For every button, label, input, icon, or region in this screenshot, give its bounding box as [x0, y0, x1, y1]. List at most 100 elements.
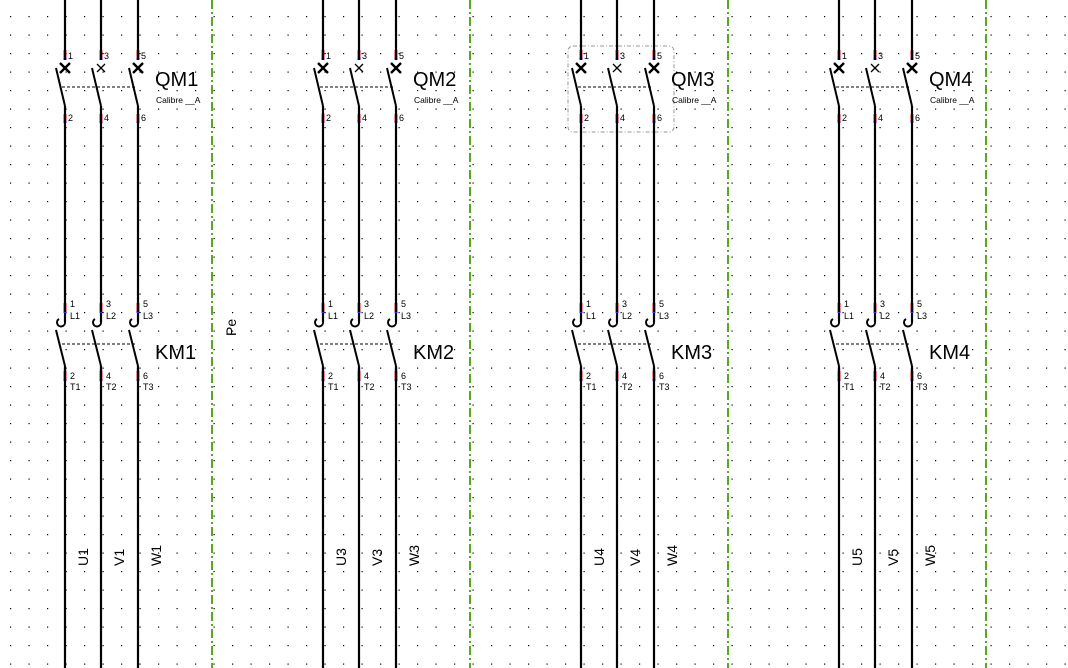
terminal-label: T1 [328, 382, 339, 392]
terminal-label: 4 [362, 113, 367, 123]
contactor-blade [902, 329, 913, 367]
output-label: U1 [75, 548, 91, 566]
breaker-blade [829, 67, 840, 107]
contactor-hook-icon [608, 318, 618, 328]
contactor-hook-icon [314, 318, 324, 328]
contactor-blade [55, 329, 66, 367]
terminal-label: T1 [586, 382, 597, 392]
terminal-number: 3 [364, 299, 369, 309]
terminal-number: 6 [659, 371, 664, 381]
output-label: V4 [627, 549, 643, 566]
output-label: V5 [885, 549, 901, 566]
breaker-cross-icon [96, 63, 106, 73]
terminal-label: 5 [657, 51, 662, 61]
terminal-label: 4 [878, 113, 883, 123]
terminal-label: 5 [399, 51, 404, 61]
contactor-hook-icon [387, 318, 397, 328]
breaker-cross-icon [870, 63, 880, 73]
breaker-rating: Calibre __A [156, 95, 201, 105]
terminal-label: L3 [143, 311, 153, 321]
breaker-tag: QM2 [413, 69, 456, 91]
terminal-label: L2 [622, 311, 632, 321]
terminal-label: 3 [620, 51, 625, 61]
contactor-hook-icon [129, 318, 139, 328]
output-label: V1 [111, 549, 127, 566]
breaker-blade [571, 67, 582, 107]
contactor-blade [829, 329, 840, 367]
contactor-blade [128, 329, 139, 367]
terminal-label: L1 [586, 311, 596, 321]
breaker-blade [865, 67, 876, 107]
contactor-blade [386, 329, 397, 367]
terminal-label: L1 [70, 311, 80, 321]
terminal-number: 4 [106, 371, 111, 381]
contactor-blade [349, 329, 360, 367]
breaker-cross-icon [648, 62, 660, 74]
breaker-tag: QM3 [671, 69, 714, 91]
contactor-tag: KM2 [413, 342, 454, 364]
terminal-number: 5 [401, 299, 406, 309]
contactor-blade [644, 329, 655, 367]
terminal-number: 4 [364, 371, 369, 381]
output-label: U3 [333, 548, 349, 566]
terminal-number: 3 [106, 299, 111, 309]
terminal-number: 2 [844, 371, 849, 381]
output-label: W4 [664, 545, 680, 566]
contactor-hook-icon [903, 318, 913, 328]
terminal-number: 5 [917, 299, 922, 309]
terminal-label: 4 [104, 113, 109, 123]
terminal-label: 1 [326, 51, 331, 61]
terminal-label: 4 [620, 113, 625, 123]
breaker-cross-icon [612, 63, 622, 73]
terminal-label: L3 [659, 311, 669, 321]
breaker-tag: QM4 [929, 69, 972, 91]
terminal-number: 5 [143, 299, 148, 309]
terminal-label: L2 [364, 311, 374, 321]
contactor-hook-icon [572, 318, 582, 328]
breaker-cross-icon [575, 62, 587, 74]
breaker-cross-icon [390, 62, 402, 74]
terminal-label: 1 [584, 51, 589, 61]
contactor-blade [865, 329, 876, 367]
terminal-label: 2 [68, 113, 73, 123]
terminal-number: 2 [328, 371, 333, 381]
breaker-blade [313, 67, 324, 107]
output-label: W1 [148, 545, 164, 566]
output-label: V3 [369, 549, 385, 566]
terminal-label: T2 [364, 382, 375, 392]
contactor-blade [313, 329, 324, 367]
breaker-cross-icon [354, 63, 364, 73]
terminal-label: L1 [328, 311, 338, 321]
breaker-blade [349, 67, 360, 107]
contactor-tag: KM4 [929, 342, 970, 364]
terminal-number: 1 [328, 299, 333, 309]
breaker-rating: Calibre __A [414, 95, 459, 105]
contactor-hook-icon [830, 318, 840, 328]
contactor-blade [571, 329, 582, 367]
terminal-label: L3 [401, 311, 411, 321]
breaker-rating: Calibre __A [672, 95, 717, 105]
terminal-label: 3 [362, 51, 367, 61]
breaker-cross-icon [317, 62, 329, 74]
terminal-label: T2 [622, 382, 633, 392]
terminal-label: T3 [143, 382, 154, 392]
terminal-number: 1 [844, 299, 849, 309]
terminal-number: 6 [401, 371, 406, 381]
terminal-label: T3 [917, 382, 928, 392]
breaker-cross-icon [906, 62, 918, 74]
terminal-label: 3 [878, 51, 883, 61]
terminal-number: 4 [880, 371, 885, 381]
contactor-hook-icon [645, 318, 655, 328]
breaker-cross-icon [833, 62, 845, 74]
terminal-label: 5 [141, 51, 146, 61]
terminal-number: 1 [70, 299, 75, 309]
terminal-label: T3 [659, 382, 670, 392]
terminal-number: 4 [622, 371, 627, 381]
terminal-number: 2 [586, 371, 591, 381]
